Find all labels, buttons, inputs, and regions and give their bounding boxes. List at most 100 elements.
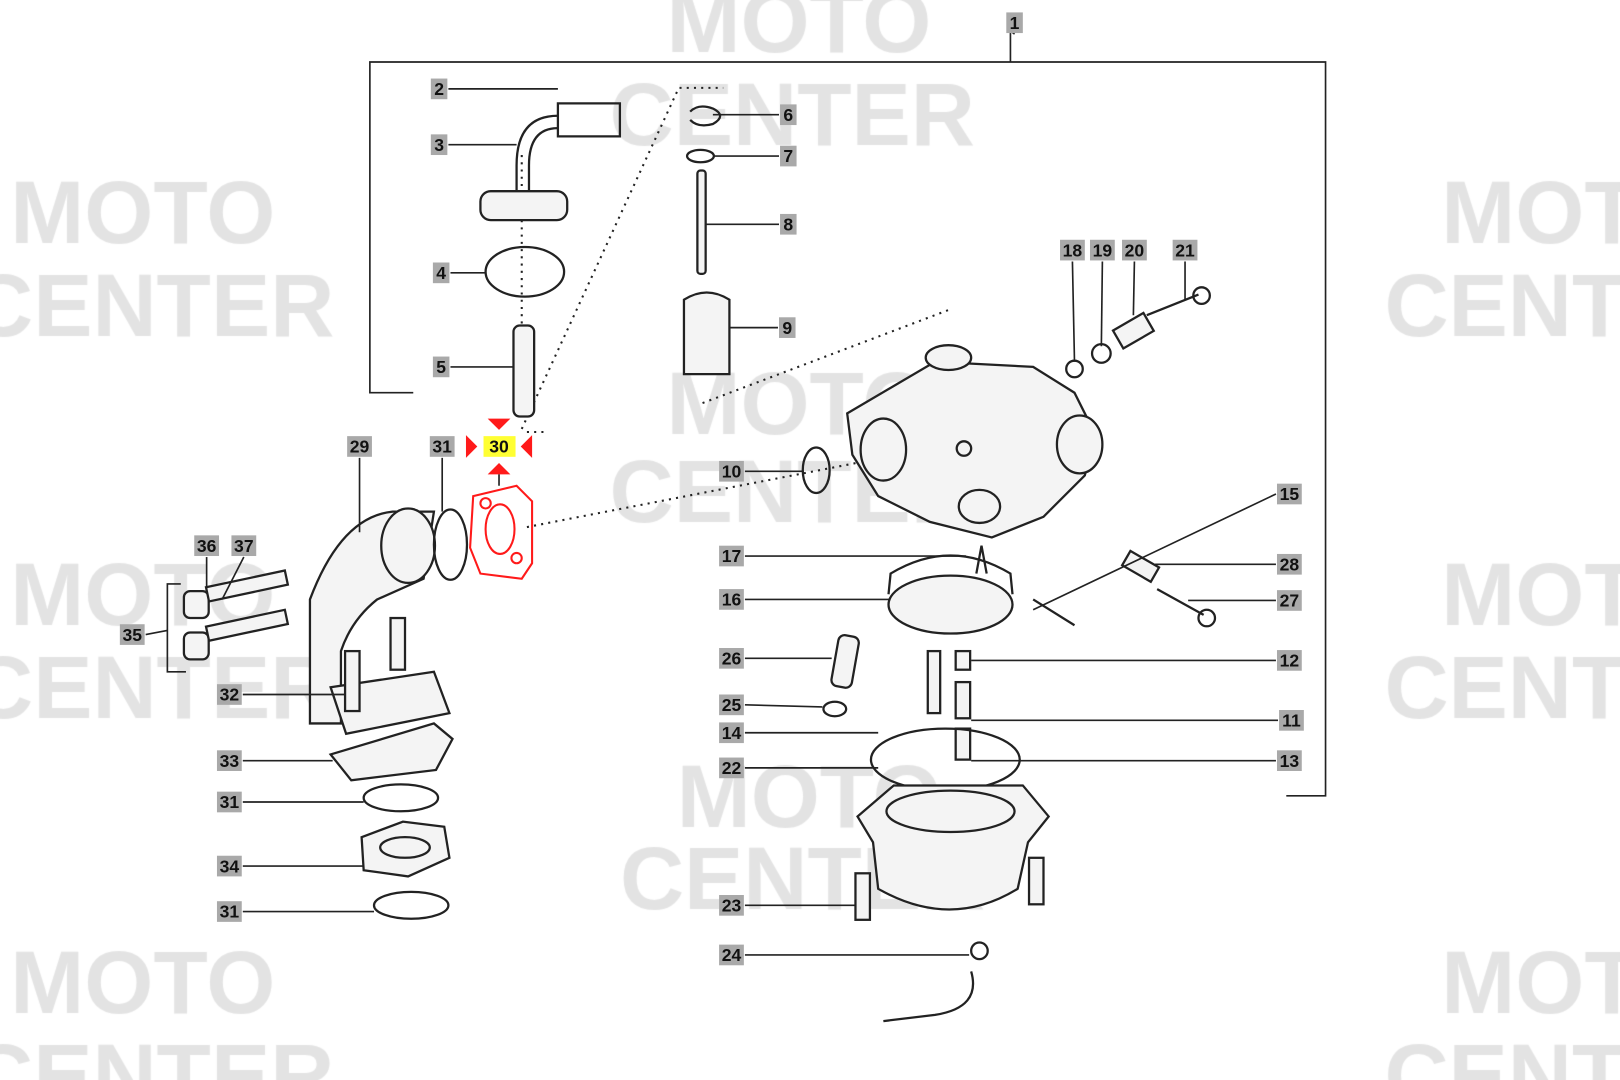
callout-29[interactable]: 29 — [347, 436, 372, 533]
callout-number: 10 — [722, 461, 742, 481]
part-gasket-14 — [869, 727, 1021, 792]
callout-number: 18 — [1063, 240, 1083, 260]
callout-19[interactable]: 19 — [1089, 239, 1115, 347]
callout-14[interactable]: 14 — [719, 722, 879, 744]
callout-37[interactable]: 37 — [221, 535, 257, 600]
leader-line — [1100, 261, 1104, 347]
callout-26[interactable]: 26 — [719, 648, 832, 669]
callout-8[interactable]: 8 — [705, 213, 797, 235]
callout-33[interactable]: 33 — [216, 750, 333, 771]
callout-31[interactable]: 31 — [216, 901, 375, 922]
leader-line — [145, 629, 168, 636]
callout-number: 27 — [1280, 591, 1300, 611]
callout-box — [1060, 239, 1085, 261]
callout-box — [216, 684, 242, 705]
callout-2[interactable]: 2 — [430, 78, 558, 100]
callout-box — [719, 694, 744, 716]
callout-20[interactable]: 20 — [1122, 239, 1147, 316]
callout-number: 13 — [1280, 751, 1300, 771]
leader-line — [744, 704, 823, 708]
callout-18[interactable]: 18 — [1060, 239, 1085, 362]
callout-box — [429, 436, 455, 457]
callout-3[interactable]: 3 — [430, 134, 517, 156]
leader-line — [1071, 261, 1076, 362]
callout-number: 8 — [783, 214, 793, 234]
callout-number: 24 — [722, 945, 742, 965]
callout-32[interactable]: 32 — [216, 684, 346, 705]
callout-number: 15 — [1280, 484, 1300, 504]
callout-12[interactable]: 12 — [971, 650, 1302, 671]
callout-box — [1276, 650, 1302, 671]
callout-box — [719, 944, 744, 966]
callout-number: 20 — [1125, 240, 1145, 260]
callout-16[interactable]: 16 — [719, 589, 891, 610]
callout-number: 9 — [782, 318, 792, 338]
callout-box — [1276, 590, 1302, 611]
callout-box — [780, 213, 797, 235]
callout-number: 35 — [122, 625, 142, 645]
callout-number: 12 — [1280, 651, 1300, 671]
part-flange-34 — [360, 820, 451, 878]
callout-number: 26 — [722, 649, 742, 669]
callout-number: 5 — [436, 357, 446, 377]
callout-13[interactable]: 13 — [971, 750, 1302, 771]
part-o-ring-10 — [801, 446, 831, 495]
callout-number: 25 — [722, 695, 742, 715]
callout-28[interactable]: 28 — [1155, 553, 1302, 575]
callout-25[interactable]: 25 — [719, 694, 823, 716]
callout-10[interactable]: 10 — [719, 460, 803, 482]
callout-number: 32 — [220, 685, 240, 705]
assembly-bracket — [369, 31, 1327, 797]
part-gasket-33 — [328, 722, 454, 782]
callout-number: 2 — [434, 79, 444, 99]
callout-box — [719, 460, 744, 482]
part-intake-manifold-29 — [308, 507, 451, 736]
part-spring-26 — [830, 634, 860, 689]
part-o-ring-4 — [484, 245, 566, 298]
callout-36[interactable]: 36 — [194, 535, 220, 592]
callout-box — [1006, 12, 1023, 34]
callout-17[interactable]: 17 — [719, 545, 967, 567]
callout-box — [432, 262, 450, 284]
callout-15[interactable]: 15 — [1032, 483, 1302, 611]
part-screws-35-37 — [166, 569, 290, 673]
callout-box — [216, 791, 242, 813]
callout-box — [231, 535, 257, 557]
callout-21[interactable]: 21 — [1172, 239, 1198, 300]
selected-part-marker[interactable]: 30 — [465, 418, 533, 486]
callout-5[interactable]: 5 — [432, 356, 514, 378]
part-clip-6 — [689, 105, 722, 127]
callout-24[interactable]: 24 — [719, 944, 970, 966]
part-screws-18-21 — [1065, 286, 1211, 379]
part-ring-7 — [685, 148, 716, 164]
part-spring-5 — [512, 324, 536, 418]
callout-31[interactable]: 31 — [216, 791, 364, 813]
callout-box — [432, 356, 450, 378]
callout-4[interactable]: 4 — [432, 262, 486, 284]
callout-35[interactable]: 35 — [119, 624, 168, 645]
callout-6[interactable]: 6 — [712, 104, 797, 126]
callout-box — [119, 624, 145, 645]
callout-box — [1122, 239, 1147, 261]
leader-line — [1132, 261, 1136, 316]
guide-lines — [520, 86, 949, 529]
callout-7[interactable]: 7 — [712, 145, 797, 167]
callout-34[interactable]: 34 — [216, 855, 364, 877]
part-float-16-17 — [887, 545, 1014, 635]
callout-22[interactable]: 22 — [719, 757, 879, 779]
callout-27[interactable]: 27 — [1188, 590, 1302, 611]
callout-31[interactable]: 31 — [429, 436, 455, 512]
part-spacer-30-highlighted — [469, 484, 534, 580]
callout-number: 1 — [1010, 13, 1020, 33]
callout-11[interactable]: 11 — [971, 710, 1304, 731]
callout-number: 7 — [783, 146, 793, 166]
callout-box — [780, 104, 797, 126]
callout-box — [780, 145, 797, 167]
callout-number: 31 — [220, 792, 240, 812]
callout-1[interactable]: 1 — [1006, 12, 1023, 35]
callout-number: 31 — [220, 902, 240, 922]
callout-9[interactable]: 9 — [729, 317, 796, 338]
callout-box — [719, 757, 744, 779]
callout-23[interactable]: 23 — [719, 895, 856, 916]
part-pin-15 — [1032, 598, 1076, 627]
